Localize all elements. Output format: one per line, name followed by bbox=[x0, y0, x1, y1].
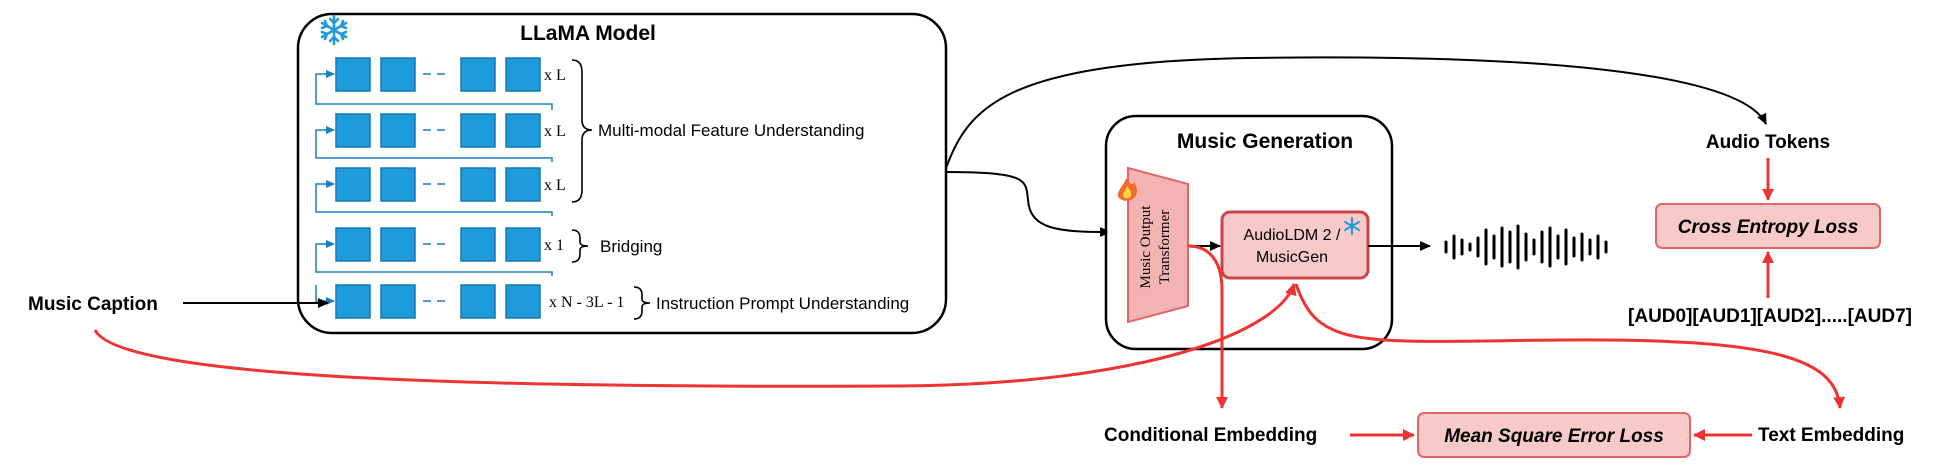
transformer-block bbox=[505, 57, 541, 92]
row-multiplier: x L bbox=[544, 177, 566, 194]
transformer-label-line2: Transformer bbox=[1157, 210, 1173, 284]
cross-entropy-loss-box bbox=[1655, 203, 1881, 249]
transformer-block bbox=[380, 113, 416, 148]
transformer-block bbox=[460, 227, 496, 262]
snowflake-icon bbox=[1344, 217, 1360, 235]
llama-to-audio-tokens-arrow bbox=[945, 56, 1767, 169]
transformer-block bbox=[335, 167, 371, 202]
snowflake-icon bbox=[320, 14, 348, 46]
audio-tokens-label: Audio Tokens bbox=[1706, 132, 1830, 153]
layer-row: x N - 3L - 1 bbox=[335, 284, 624, 319]
music-generation-title: Music Generation bbox=[1177, 130, 1353, 153]
instruction-understanding-label: Instruction Prompt Understanding bbox=[656, 294, 909, 313]
decoder-label-line2: MusicGen bbox=[1256, 249, 1328, 266]
layer-connectors bbox=[315, 70, 553, 305]
audio-waveform-icon bbox=[1444, 224, 1608, 270]
music-generation-group: Music Generation Music Output Transforme… bbox=[1104, 114, 1394, 351]
row-multiplier: x L bbox=[544, 123, 566, 140]
transformer-block bbox=[335, 113, 371, 148]
llama-model-title: LLaMA Model bbox=[520, 22, 656, 45]
music-output-transformer bbox=[1127, 166, 1189, 324]
transformer-label-line1: Music Output bbox=[1138, 205, 1154, 289]
row-multiplier: x L bbox=[544, 67, 566, 84]
transformer-block bbox=[505, 227, 541, 262]
llama-to-music-generation-arrow bbox=[945, 171, 1111, 237]
transformer-block bbox=[460, 284, 496, 319]
transformer-block bbox=[505, 113, 541, 148]
layer-row: x L bbox=[335, 113, 566, 148]
transformer-block bbox=[460, 167, 496, 202]
cross-entropy-loss-label: Cross Entropy Loss bbox=[1678, 217, 1859, 238]
transformer-to-conditional-embedding-arrow bbox=[1187, 244, 1228, 409]
transformer-block bbox=[380, 57, 416, 92]
layer-row: x 1 bbox=[335, 227, 564, 262]
llama-model-box bbox=[296, 12, 948, 335]
transformer-block bbox=[505, 167, 541, 202]
group-braces bbox=[571, 59, 651, 320]
aud-tokens-label: [AUD0][AUD1][AUD2].....[AUD7] bbox=[1628, 306, 1912, 327]
row-multiplier: x N - 3L - 1 bbox=[549, 294, 624, 311]
layer-row: x L bbox=[335, 57, 566, 92]
layer-row: x L bbox=[335, 167, 566, 202]
transformer-block bbox=[335, 227, 371, 262]
transformer-block bbox=[460, 113, 496, 148]
conditional-embedding-label: Conditional Embedding bbox=[1104, 425, 1317, 446]
transformer-block bbox=[380, 167, 416, 202]
mse-loss-label: Mean Square Error Loss bbox=[1444, 426, 1664, 447]
decoder-to-text-embedding-arrow bbox=[1294, 283, 1846, 409]
flame-icon bbox=[1118, 178, 1137, 201]
transformer-block bbox=[335, 57, 371, 92]
transformer-block bbox=[380, 227, 416, 262]
mse-loss-box bbox=[1417, 412, 1691, 458]
decoder-label-line1: AudioLDM 2 / bbox=[1244, 227, 1341, 244]
bridging-label: Bridging bbox=[600, 237, 662, 256]
text-embedding-label: Text Embedding bbox=[1758, 425, 1904, 446]
transformer-block bbox=[505, 284, 541, 319]
llama-model-group: LLaMA Model x L x L bbox=[296, 12, 948, 335]
transformer-block bbox=[335, 284, 371, 319]
transformer-block bbox=[460, 57, 496, 92]
music-caption-label: Music Caption bbox=[28, 294, 158, 315]
row-multiplier: x 1 bbox=[544, 237, 564, 254]
caption-to-decoder-arrow bbox=[93, 283, 1297, 388]
multimodal-understanding-label: Multi-modal Feature Understanding bbox=[598, 121, 864, 140]
transformer-block bbox=[380, 284, 416, 319]
